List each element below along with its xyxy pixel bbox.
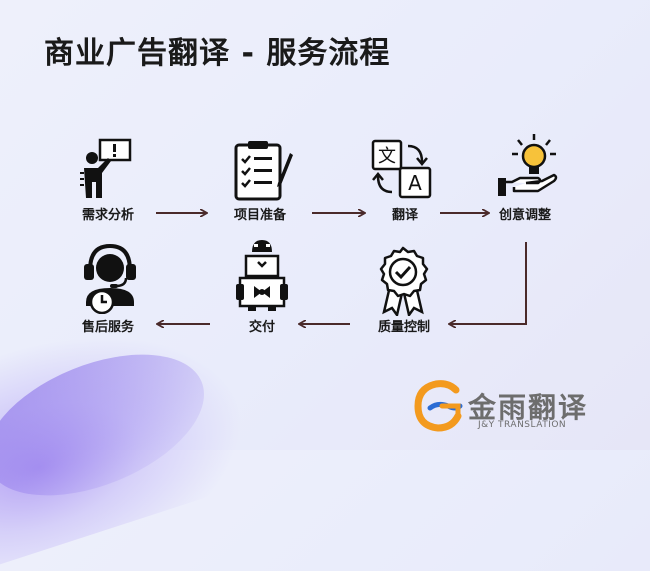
brand-name-cn: 金雨翻译 — [468, 391, 589, 424]
quality-badge-icon — [379, 246, 429, 316]
step-label-aftersales: 售后服务 — [81, 320, 135, 335]
presenter-whiteboard-icon — [80, 138, 132, 198]
checklist-clipboard-icon — [234, 141, 293, 201]
flow-arrows — [156, 0, 527, 450]
step-label-analysis: 需求分析 — [81, 208, 135, 223]
lightbulb-hand-icon — [498, 134, 558, 196]
page-title: 商业广告翻译 - 服务流程 — [44, 36, 391, 71]
brand-name-en: J&Y TRANSLATION — [478, 420, 567, 430]
svg-text:A: A — [408, 171, 422, 195]
package-delivery-icon — [236, 240, 288, 311]
step-label-delivery: 交付 — [248, 320, 276, 335]
step-label-creative: 创意调整 — [498, 208, 552, 223]
step-label-quality: 质量控制 — [377, 320, 431, 335]
svg-text:文: 文 — [378, 146, 396, 167]
step-label-preparation: 项目准备 — [233, 208, 287, 223]
arrow-4-to-5 — [450, 242, 527, 324]
translate-icon: 文 A — [371, 139, 432, 199]
customer-support-icon — [84, 243, 136, 314]
step-label-translation: 翻译 — [391, 208, 419, 223]
brand-logo-icon — [414, 380, 463, 432]
